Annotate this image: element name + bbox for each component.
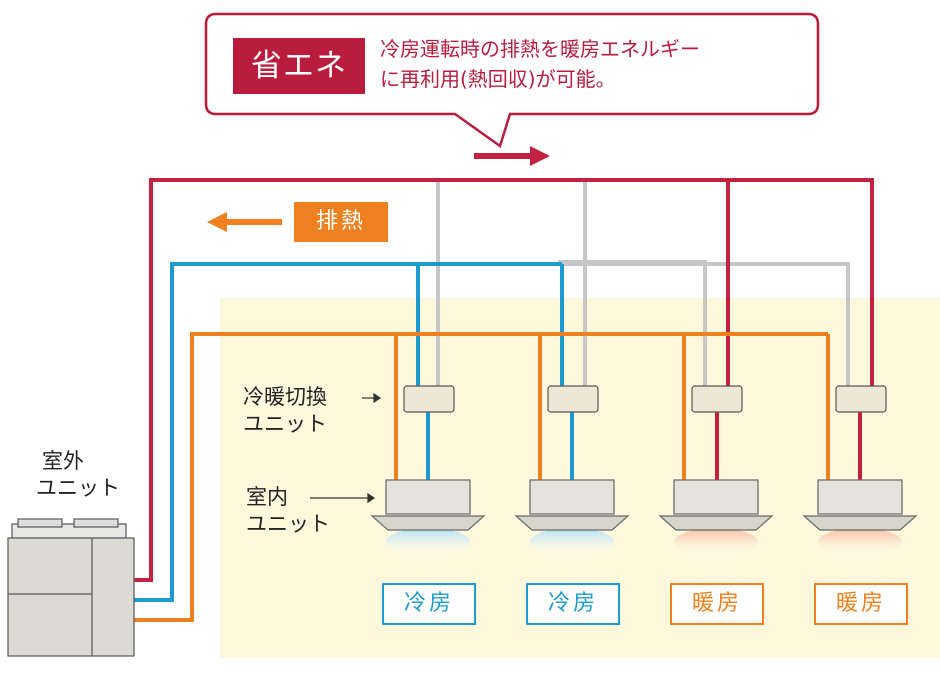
switch-unit	[835, 385, 887, 413]
arrow-pointer-icon	[310, 492, 376, 504]
callout-description: 冷房運転時の排熱を暖房エネルギー に再利用(熱回収)が可能。	[380, 34, 800, 94]
mode-badge-heating: 暖房	[670, 583, 764, 625]
mode-badge-heating: 暖房	[814, 583, 908, 625]
gray-pipes	[436, 182, 850, 390]
indoor-unit	[514, 479, 630, 531]
switch-unit	[547, 385, 599, 413]
indoor-unit-label-line-1: 室内	[246, 485, 288, 509]
exhaust-heat-label: 排熱	[294, 202, 388, 242]
outdoor-unit	[7, 518, 135, 657]
blue-pipes	[134, 262, 574, 602]
switch-unit	[691, 385, 743, 413]
orange-pipes	[134, 332, 830, 622]
switch-unit-label-line-1: 冷暖切換	[243, 385, 327, 409]
callout-line-2: に再利用(熱回収)が可能。	[380, 67, 616, 91]
switch-unit	[403, 385, 455, 413]
mode-badge-cooling: 冷房	[526, 583, 620, 625]
airflow-cool	[530, 528, 614, 556]
indoor-unit	[370, 479, 486, 531]
airflow-cool	[386, 528, 470, 556]
energy-saving-tag: 省エネ	[233, 38, 365, 94]
indoor-unit-label: 室内 ユニット	[246, 484, 330, 538]
callout-line-1: 冷房運転時の排熱を暖房エネルギー	[380, 37, 700, 61]
outdoor-unit-label: 室外 ユニット	[36, 448, 120, 502]
arrow-right-icon	[474, 146, 550, 166]
switch-units	[403, 385, 887, 413]
arrow-left-icon	[207, 212, 282, 232]
airflow-heat	[674, 528, 758, 556]
switch-unit-label: 冷暖切換 ユニット	[243, 384, 327, 438]
outdoor-unit-label-line-2: ユニット	[36, 476, 120, 500]
mode-badge-cooling: 冷房	[382, 583, 476, 625]
indoor-unit	[802, 479, 918, 531]
switch-unit-label-line-2: ユニット	[243, 412, 327, 436]
red-pipes	[134, 178, 874, 582]
arrow-pointer-icon	[362, 392, 382, 404]
indoor-unit	[658, 479, 774, 531]
indoor-unit-label-line-2: ユニット	[246, 512, 330, 536]
airflow-heat	[818, 528, 902, 556]
outdoor-unit-label-line-1: 室外	[42, 449, 84, 473]
indoor-units	[370, 479, 918, 531]
